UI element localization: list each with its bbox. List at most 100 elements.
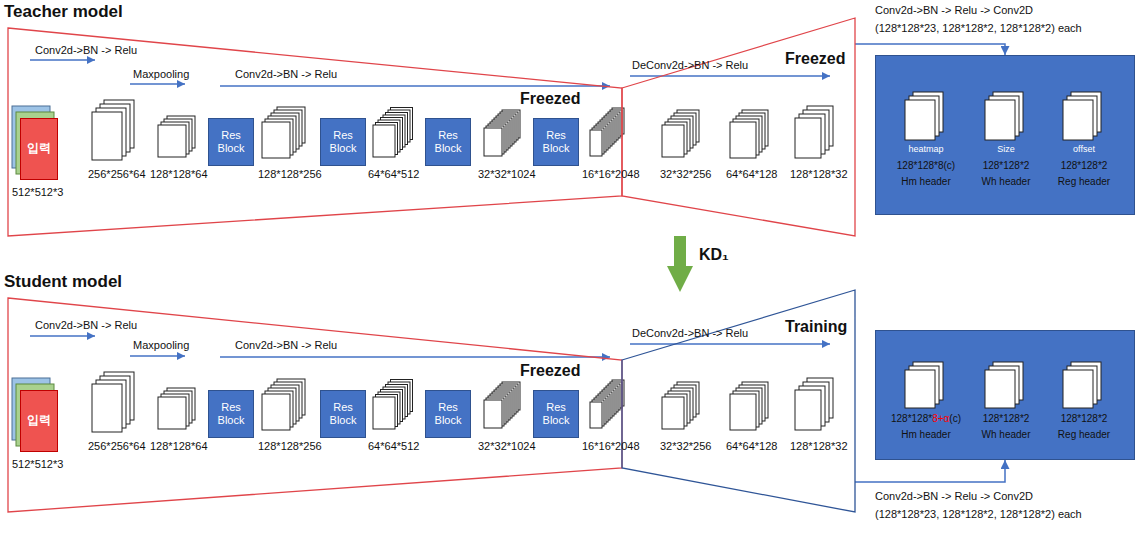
feature-map-stack bbox=[730, 382, 768, 430]
res-block: Res Block bbox=[425, 118, 471, 166]
head-operation-label: Conv2d->BN -> Relu -> Conv2D bbox=[875, 4, 1033, 17]
res-block: Res Block bbox=[533, 390, 579, 438]
res-block: Res Block bbox=[208, 390, 254, 438]
operation-label: DeConv2d->BN -> Relu bbox=[632, 327, 748, 340]
encoder-region: Freezed입력Res BlockRes BlockRes BlockRes … bbox=[8, 28, 622, 236]
head-maps bbox=[875, 55, 1135, 215]
feature-map bbox=[484, 400, 502, 428]
feature-map bbox=[92, 112, 122, 160]
section-title: Student model bbox=[4, 272, 122, 292]
dimension-label: 32*32*1024 bbox=[478, 168, 536, 181]
feature-map bbox=[730, 394, 756, 430]
feature-map bbox=[373, 125, 395, 157]
status-label: Freezed bbox=[785, 50, 845, 68]
input-box: 입력 bbox=[20, 390, 58, 452]
head-label: Reg header bbox=[1058, 429, 1110, 441]
head-label: offset bbox=[1073, 144, 1095, 154]
box-label: 입력 bbox=[27, 414, 51, 428]
status-label: Freezed bbox=[520, 90, 580, 108]
feature-map-stack bbox=[590, 380, 624, 428]
status-label: Freezed bbox=[520, 362, 580, 380]
flow-arrow bbox=[130, 83, 185, 84]
head-map bbox=[905, 370, 935, 408]
flow-arrow bbox=[220, 85, 610, 86]
dimension-label: 128*128*256 bbox=[258, 168, 322, 181]
dimension-label: 64*64*512 bbox=[368, 440, 419, 453]
operation-label: Maxpooling bbox=[133, 68, 189, 81]
dimension-label: 512*512*3 bbox=[12, 458, 63, 471]
feature-map bbox=[662, 125, 684, 157]
dimension-label: 32*32*1024 bbox=[478, 440, 536, 453]
flow-arrow bbox=[30, 59, 95, 60]
feature-map bbox=[795, 390, 821, 430]
decoder-region: Training bbox=[622, 290, 855, 512]
dimension-label: 32*32*256 bbox=[660, 168, 711, 181]
encoder-region: Freezed 입력 Res Block Res Block Res Block Res … bbox=[8, 298, 622, 512]
head-label: 128*128*2 bbox=[983, 160, 1030, 172]
flow-arrow bbox=[220, 356, 610, 357]
operation-label: Conv2d->BN -> Relu bbox=[235, 68, 337, 81]
feature-map-stack bbox=[662, 110, 699, 157]
dimension-label: 64*64*128 bbox=[726, 440, 777, 453]
feature-map-stack bbox=[795, 378, 833, 430]
head-label: Hm header bbox=[901, 429, 950, 441]
head-label: heatmap bbox=[908, 144, 943, 154]
feature-map-stack bbox=[795, 106, 833, 158]
box-label: Res Block bbox=[428, 129, 468, 154]
head-label: Reg header bbox=[1058, 176, 1110, 188]
feature-map-stack bbox=[262, 379, 305, 430]
feature-map bbox=[730, 122, 756, 158]
head-label: 128*128*8(c) bbox=[897, 160, 955, 172]
head-label: Size bbox=[997, 144, 1015, 154]
res-block: Res Block bbox=[320, 390, 366, 438]
res-block: Res Block bbox=[208, 118, 254, 166]
head-map bbox=[1063, 100, 1093, 140]
res-block: Res Block bbox=[533, 118, 579, 166]
head-label: Hm header bbox=[901, 176, 950, 188]
flow-arrow bbox=[630, 343, 830, 344]
head-operation-label: (128*128*23, 128*128*2, 128*128*2) each bbox=[875, 508, 1082, 521]
decoder-region: Freezed bbox=[622, 18, 855, 236]
dimension-label: 128*128*256 bbox=[258, 440, 322, 453]
feature-map-stack bbox=[262, 107, 305, 158]
head-label: 8+α bbox=[932, 413, 949, 425]
box-label: Res Block bbox=[323, 401, 363, 426]
head-map bbox=[985, 370, 1015, 408]
head-label: 128*128*2 bbox=[1061, 413, 1108, 425]
head-panel: 128*128*8+α(c)Hm header128*128*2Wh heade… bbox=[875, 330, 1135, 460]
trapezoid-outline bbox=[8, 298, 622, 512]
feature-map bbox=[158, 125, 186, 157]
distillation-arrow bbox=[674, 236, 686, 266]
dimension-label: 128*128*32 bbox=[790, 168, 848, 181]
head-connector bbox=[855, 44, 1005, 55]
head-operation-label: Conv2d->BN -> Relu -> Conv2D bbox=[875, 490, 1033, 503]
box-label: Res Block bbox=[211, 401, 251, 426]
head-maps bbox=[875, 330, 1135, 460]
feature-map-stack bbox=[158, 116, 195, 157]
box-label: Res Block bbox=[536, 129, 576, 154]
feature-map-stack bbox=[662, 382, 699, 429]
head-label: Wh header bbox=[982, 176, 1031, 188]
head-map bbox=[985, 100, 1015, 140]
dimension-label: 16*16*2048 bbox=[582, 168, 640, 181]
feature-map-stack bbox=[484, 110, 520, 156]
feature-map-stack bbox=[373, 108, 413, 158]
section-title: Teacher model bbox=[4, 2, 123, 22]
head-map bbox=[1063, 370, 1093, 408]
feature-map bbox=[484, 128, 502, 156]
res-block: Res Block bbox=[320, 118, 366, 166]
dimension-label: 64*64*512 bbox=[368, 168, 419, 181]
dimension-label: 256*256*64 bbox=[88, 440, 146, 453]
dimension-label: 512*512*3 bbox=[12, 186, 63, 199]
head-label: (c) bbox=[949, 413, 961, 425]
trapezoid-outline bbox=[8, 28, 622, 236]
dimension-label: 16*16*2048 bbox=[582, 440, 640, 453]
dimension-label: 256*256*64 bbox=[88, 168, 146, 181]
res-block: Res Block bbox=[425, 390, 471, 438]
feature-map bbox=[262, 122, 290, 158]
operation-label: Conv2d->BN -> Relu bbox=[235, 339, 337, 352]
feature-map-layer bbox=[12, 100, 833, 446]
dimension-label: 128*128*64 bbox=[150, 440, 208, 453]
